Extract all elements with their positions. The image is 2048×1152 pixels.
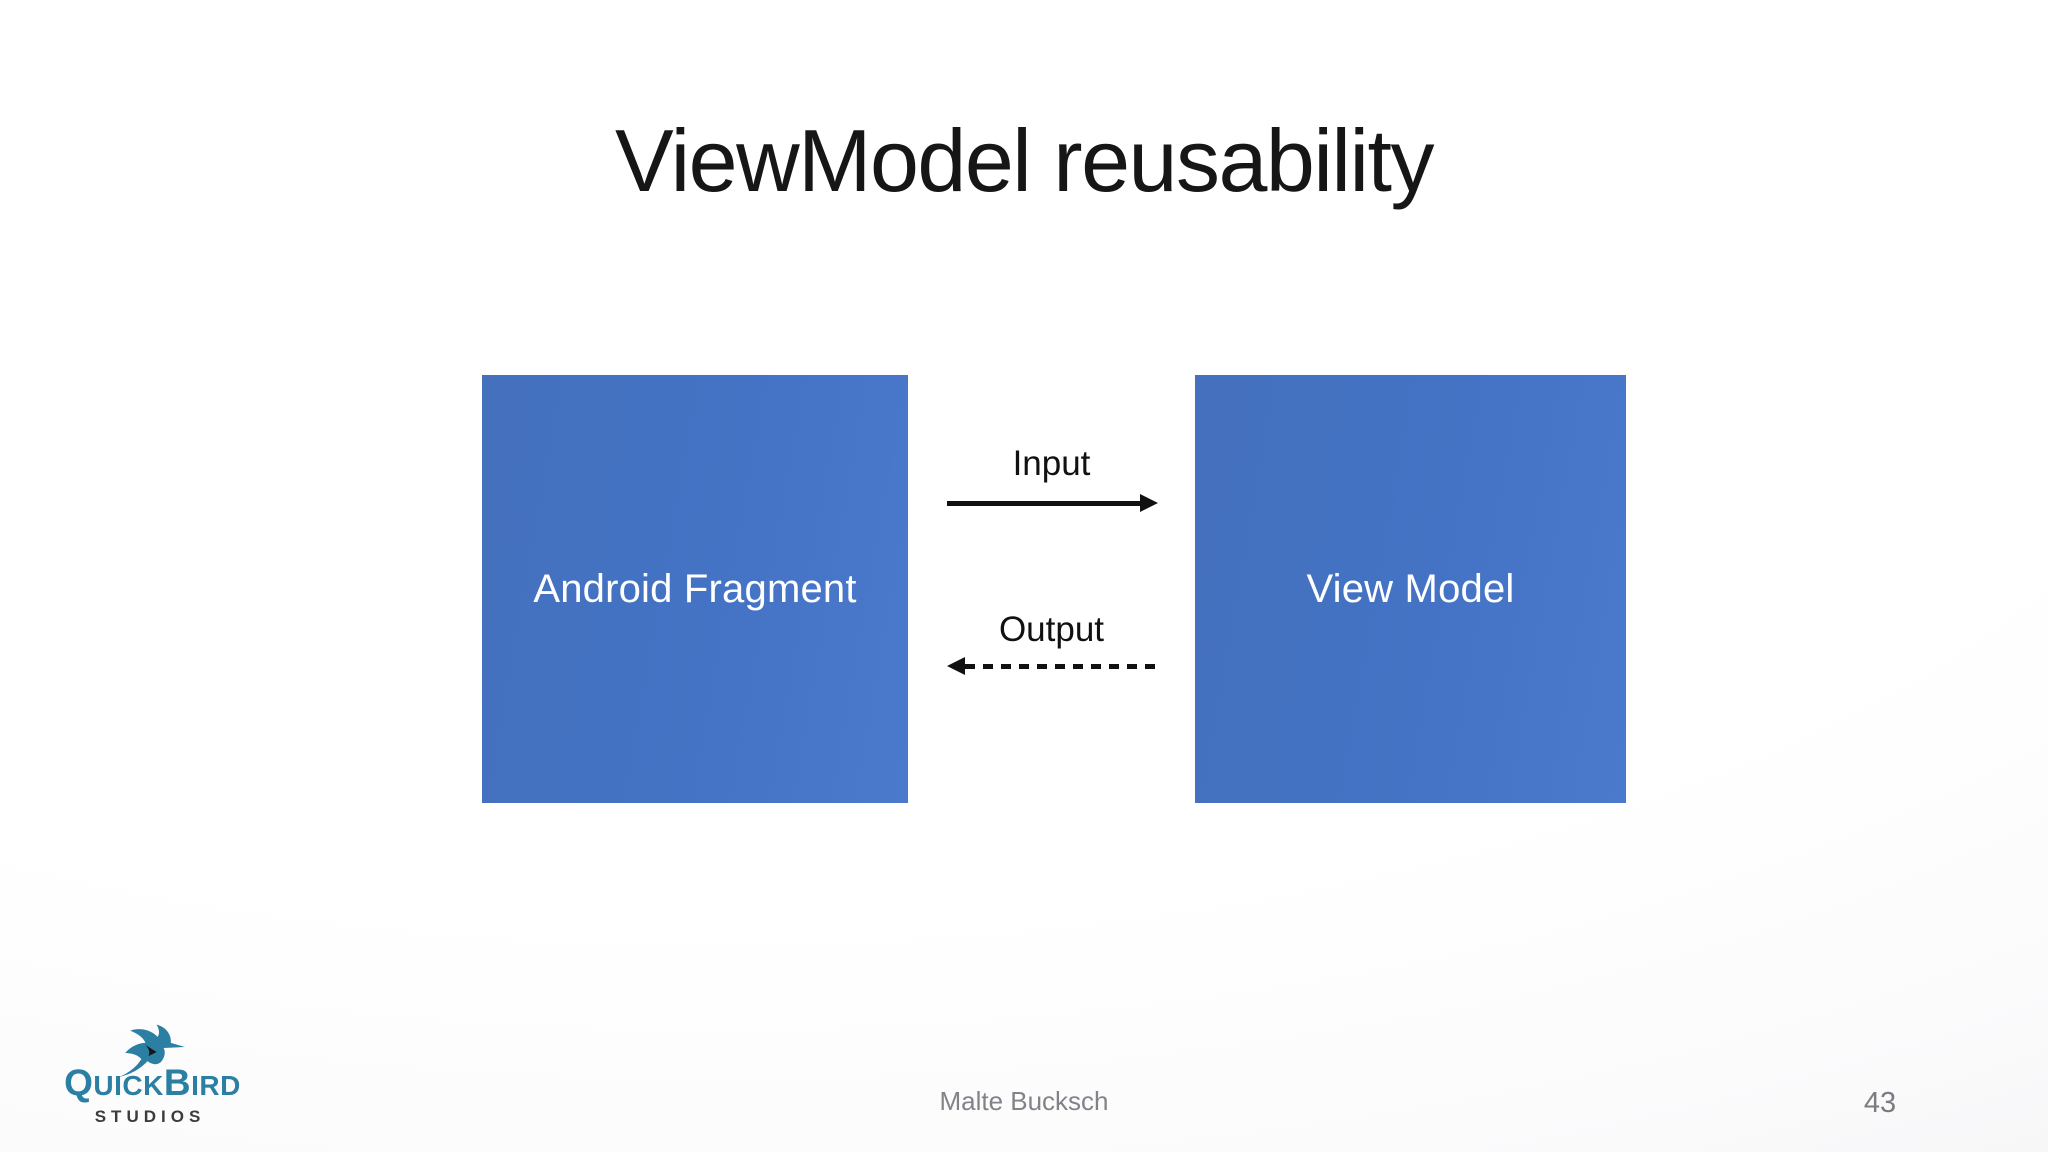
page-number: 43 bbox=[1863, 1087, 1897, 1119]
output-arrow bbox=[947, 657, 1158, 675]
input-arrow-label: Input bbox=[1012, 444, 1091, 483]
input-arrow bbox=[947, 494, 1158, 512]
quickbird-studios-label: STUDIOS bbox=[94, 1107, 206, 1126]
wordmark-q: Q bbox=[64, 1062, 94, 1103]
android-fragment-box: Android Fragment bbox=[482, 375, 908, 803]
quickbird-logo: QUICKBIRD STUDIOS bbox=[50, 1014, 255, 1136]
wordmark-uick: UICK bbox=[93, 1070, 164, 1101]
footer-author: Malte Bucksch bbox=[939, 1086, 1109, 1116]
wordmark-b: B bbox=[163, 1062, 192, 1103]
quickbird-wordmark: QUICKBIRD bbox=[50, 1064, 255, 1101]
quickbird-bird-icon bbox=[118, 1024, 185, 1078]
view-model-label: View Model bbox=[1306, 566, 1515, 611]
slide-title: ViewModel reusability bbox=[615, 111, 1434, 210]
arrowhead-left-icon bbox=[947, 657, 965, 675]
android-fragment-label: Android Fragment bbox=[533, 566, 857, 611]
arrowhead-right-icon bbox=[1140, 494, 1158, 512]
output-arrow-label: Output bbox=[998, 610, 1105, 649]
view-model-box: View Model bbox=[1195, 375, 1626, 803]
wordmark-ird: IRD bbox=[191, 1070, 241, 1101]
